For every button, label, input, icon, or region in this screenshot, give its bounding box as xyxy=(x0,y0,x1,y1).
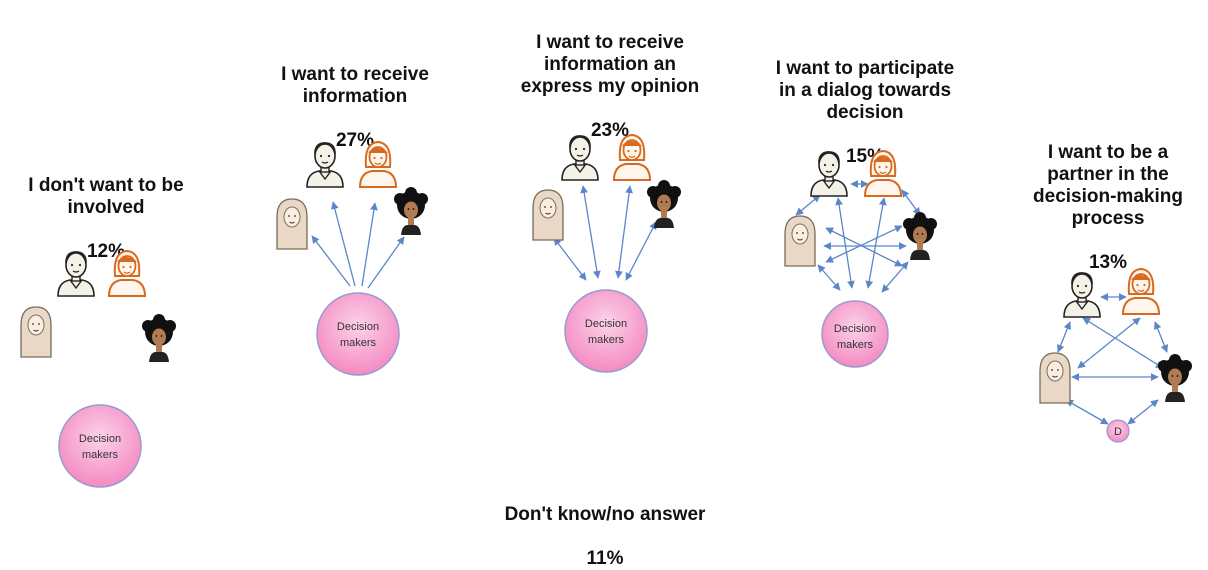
woman-icon xyxy=(359,141,397,188)
man-icon xyxy=(306,142,344,188)
panel-3-title-text: I want to receive information an express… xyxy=(520,32,700,97)
panel-2-percent: 27% xyxy=(335,130,375,151)
panel-1-diagram: Decision makers xyxy=(20,250,176,488)
man-icon xyxy=(1063,272,1101,318)
panel-4-title-text: I want to participate in a dialog toward… xyxy=(775,58,955,123)
man-icon xyxy=(810,151,848,197)
decision-makers-label-line1: Decision xyxy=(834,323,876,335)
panel-5-title-text: I want to be a partner in the decision-m… xyxy=(1033,142,1183,229)
footer-percent: 11% xyxy=(586,548,624,569)
decision-makers-label-line1: Decision xyxy=(585,318,627,330)
panel-5-percent: 13% xyxy=(1088,252,1128,273)
woman-icon xyxy=(108,250,146,297)
panel-5-diagram: D xyxy=(1039,268,1192,443)
hijab-woman-icon xyxy=(276,198,308,250)
decision-makers-circle: Decision makers xyxy=(564,289,648,373)
panel-4-title: I want to participate in a dialog toward… xyxy=(745,36,985,168)
decision-makers-initial: D xyxy=(1114,426,1122,438)
afro-woman-icon xyxy=(647,180,681,228)
decision-makers-circle: Decision makers xyxy=(821,300,889,368)
decision-makers-label-line2: makers xyxy=(82,449,119,461)
afro-woman-icon xyxy=(1158,354,1192,402)
panel-2-title: I want to receive information 27% xyxy=(255,42,455,152)
footer-title-text: Don't know/no answer xyxy=(504,504,706,525)
hijab-woman-icon xyxy=(784,215,816,267)
decision-makers-label-line2: makers xyxy=(837,339,874,351)
panel-5-title: I want to be a partner in the decision-m… xyxy=(1008,120,1208,274)
decision-makers-small-circle: D xyxy=(1106,419,1130,443)
woman-icon xyxy=(613,134,651,181)
decision-makers-circle: Decision makers xyxy=(58,404,142,488)
woman-icon xyxy=(1122,268,1160,315)
panel-3-title: I want to receive information an express… xyxy=(495,10,725,142)
panel-1-title-text: I don't want to be involved xyxy=(28,175,184,218)
panel-1-title: I don't want to be involved 12% xyxy=(0,153,212,263)
panel-4-diagram: Decision makers xyxy=(784,150,937,368)
decision-makers-label-line2: makers xyxy=(340,337,377,349)
hijab-woman-icon xyxy=(532,189,564,241)
hijab-woman-icon xyxy=(1039,352,1071,404)
afro-woman-icon xyxy=(903,212,937,260)
panel-3-percent: 23% xyxy=(590,120,630,141)
afro-woman-icon xyxy=(394,187,428,235)
diagram-canvas: Decision makers Decision makers xyxy=(20,134,1192,488)
woman-icon xyxy=(864,150,902,197)
panel-2-diagram: Decision makers xyxy=(276,141,428,376)
man-icon xyxy=(57,251,95,297)
panel-3-diagram: Decision makers xyxy=(532,134,681,373)
decision-makers-label-line1: Decision xyxy=(79,433,121,445)
decision-makers-label-line1: Decision xyxy=(337,321,379,333)
panel-2-title-text: I want to receive information xyxy=(281,64,429,107)
hijab-woman-icon xyxy=(20,306,52,358)
decision-makers-label-line2: makers xyxy=(588,334,625,346)
decision-makers-circle: Decision makers xyxy=(316,292,400,376)
panel-1-percent: 12% xyxy=(86,241,126,262)
man-icon xyxy=(561,135,599,181)
afro-woman-icon xyxy=(142,314,176,362)
